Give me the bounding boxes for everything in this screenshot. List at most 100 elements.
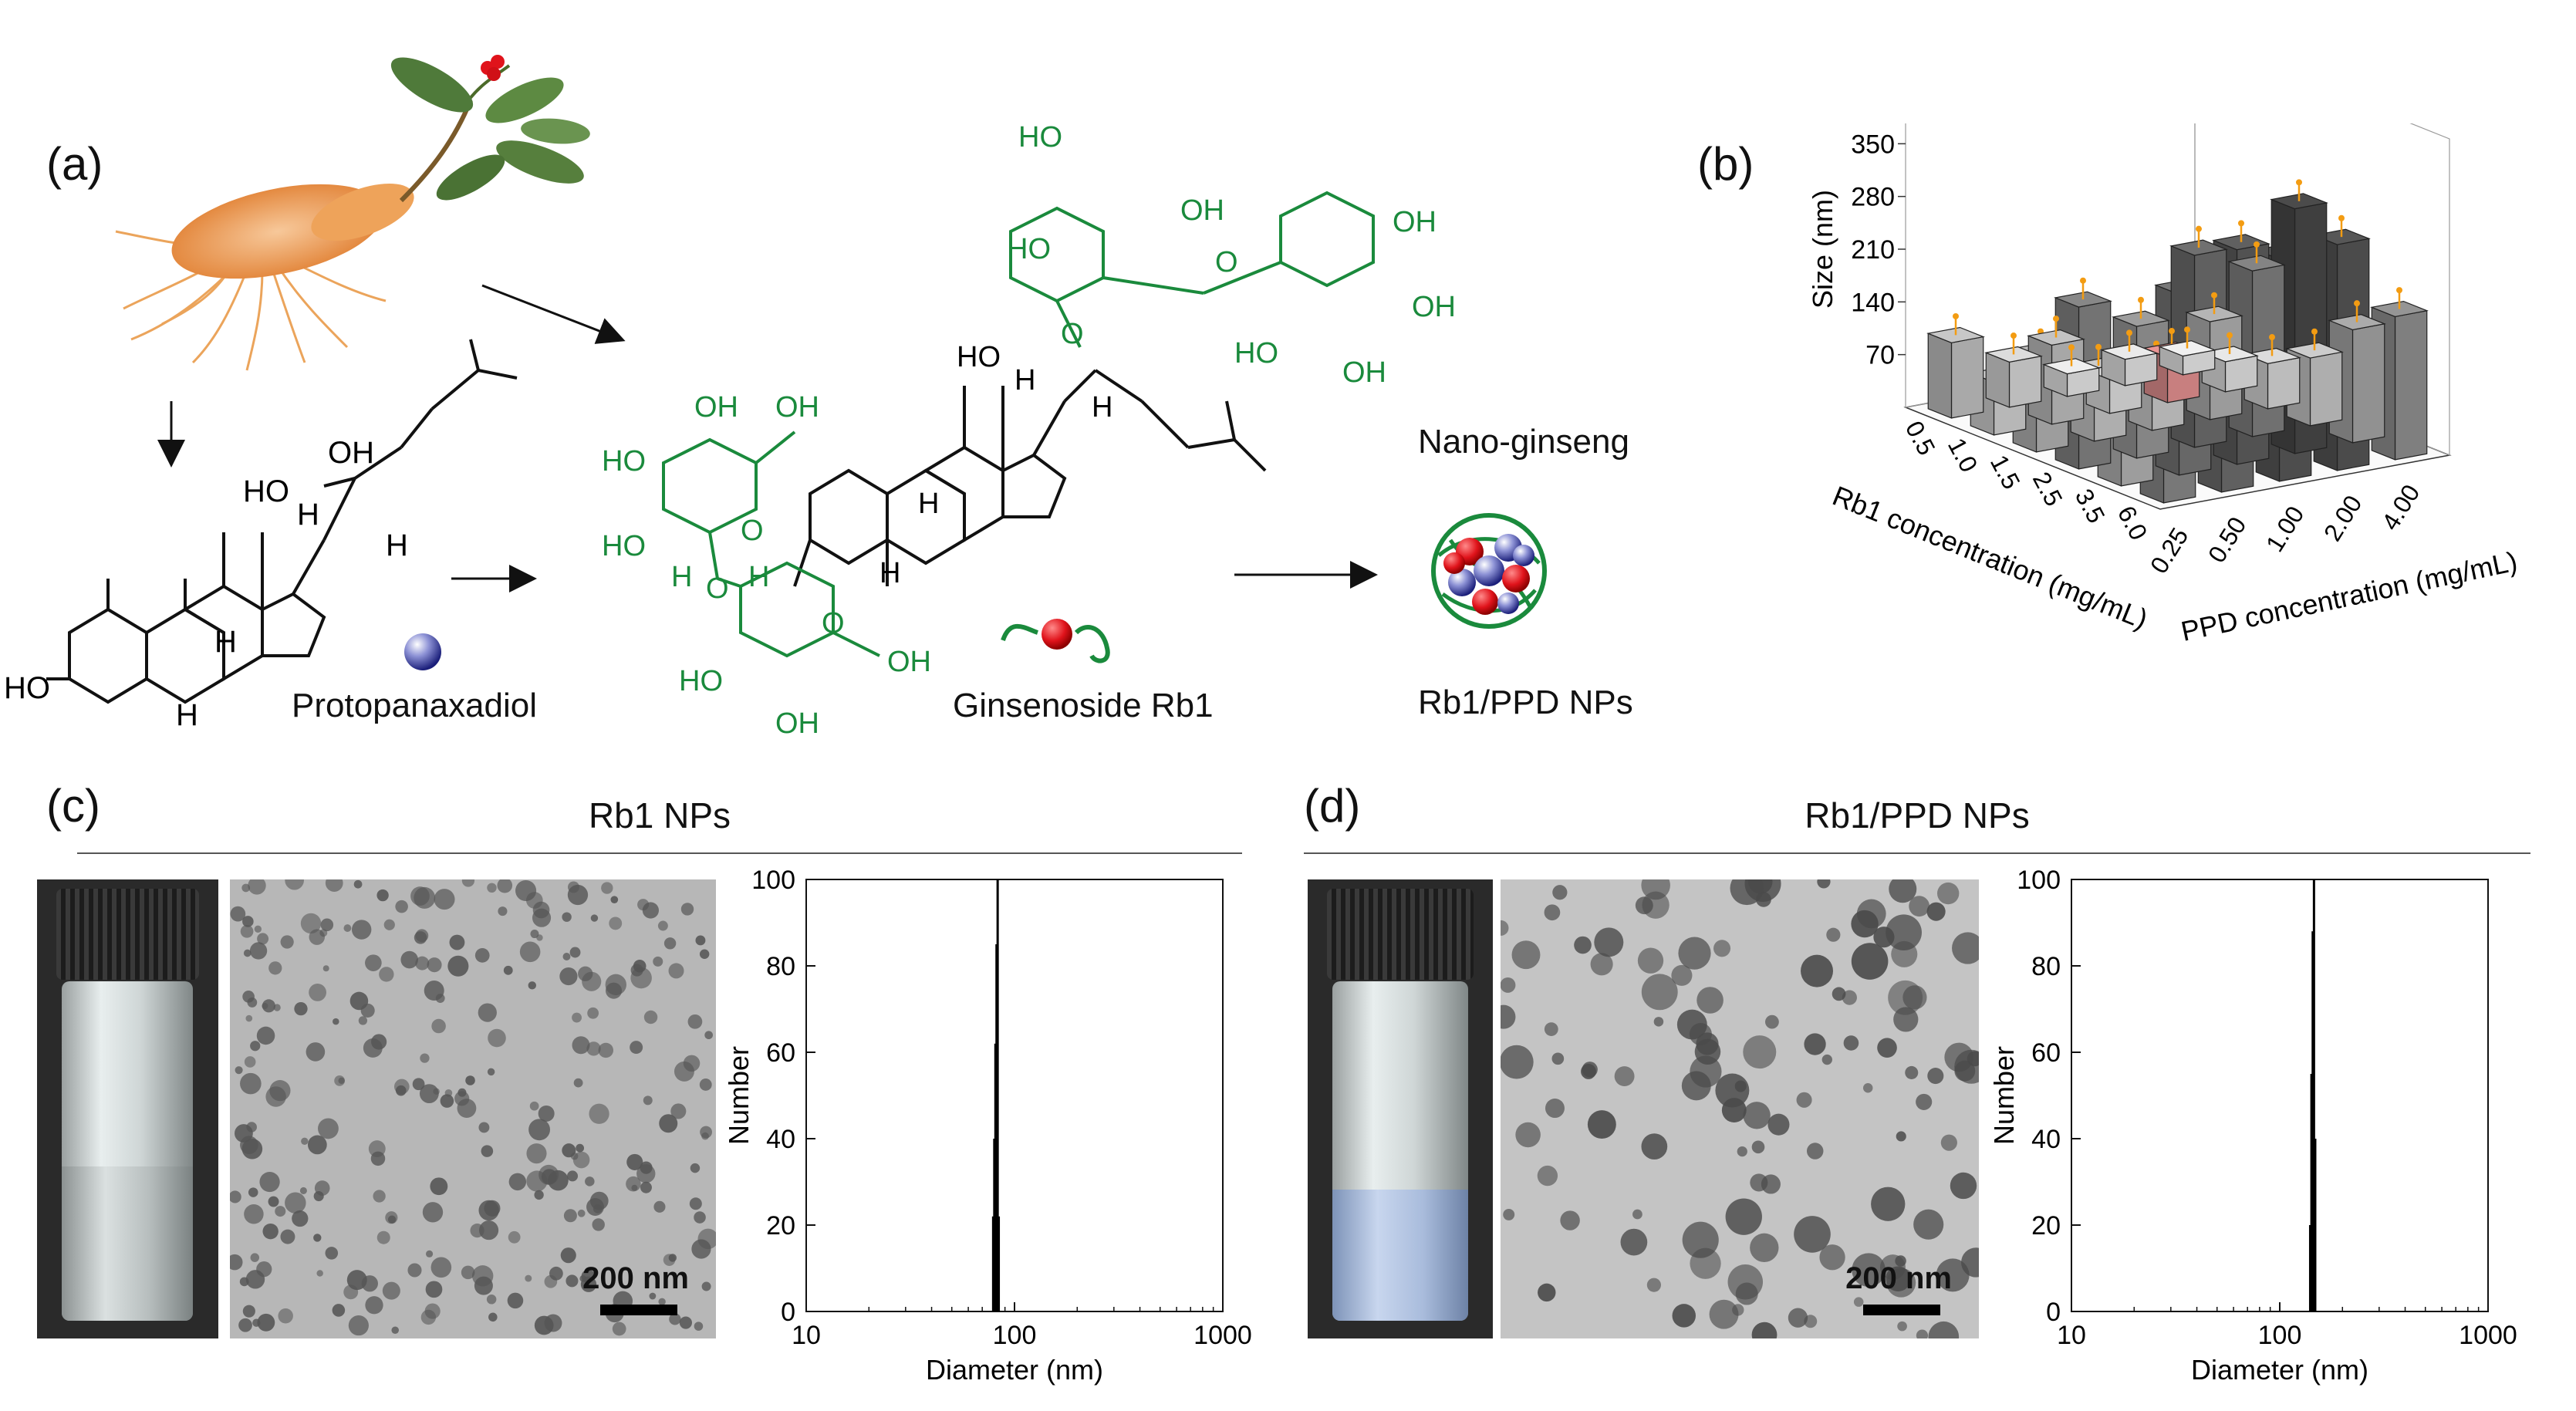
tem-rb1-ppd-particle bbox=[1862, 1083, 1873, 1093]
tem-rb1-particle bbox=[300, 913, 322, 934]
rb1-o-ring2: O bbox=[822, 607, 845, 640]
tem-rb1-particle bbox=[567, 884, 589, 906]
chart3d-errorbar-cap bbox=[2354, 300, 2360, 307]
ppd-h-13: H bbox=[297, 498, 319, 532]
tem-rb1-particle bbox=[353, 879, 363, 889]
tem-rb1-ppd-particle bbox=[1794, 1216, 1831, 1253]
tem-rb1-particle bbox=[247, 997, 258, 1008]
tem-rb1-ppd-particle bbox=[1590, 953, 1613, 976]
tem-rb1-particle bbox=[238, 1318, 252, 1332]
hist-rb1-ppd-ytick-label: 20 bbox=[2031, 1211, 2061, 1241]
tem-rb1-particle bbox=[508, 1173, 527, 1191]
tem-rb1-particle bbox=[481, 1145, 494, 1157]
tem-rb1-particle bbox=[254, 925, 262, 933]
tem-rb1-particle bbox=[257, 1313, 275, 1332]
tem-rb1-particle bbox=[322, 965, 329, 972]
ppd-sphere-icon bbox=[404, 633, 441, 670]
hist-rb1-ppd-bar bbox=[2314, 1139, 2317, 1311]
tem-rb1-particle bbox=[230, 1190, 241, 1203]
tem-rb1-ppd-particle bbox=[1967, 1051, 1979, 1067]
tem-rb1-ppd-particle bbox=[1732, 1304, 1744, 1316]
tem-rb1-particle bbox=[245, 1270, 265, 1289]
chart3d-rb1-tick-label: 2.5 bbox=[2027, 468, 2068, 511]
tem-rb1-particle bbox=[525, 1274, 532, 1282]
tem-rb1-ppd-particle bbox=[1696, 1032, 1719, 1055]
chart3d-ppd-tick-label: 2.00 bbox=[2318, 491, 2368, 546]
chart3d-rb1-tick-label: 1.0 bbox=[1943, 434, 1983, 477]
tem-rb1-ppd-particle bbox=[1913, 1209, 1944, 1240]
tem-rb1-ppd-particle bbox=[1672, 1304, 1697, 1328]
tem-rb1-particle bbox=[674, 1061, 694, 1082]
chart3d-errorbar-cap bbox=[2053, 316, 2059, 322]
tem-rb1-ppd-particle bbox=[1819, 1244, 1845, 1271]
tem-rb1-particle bbox=[519, 941, 541, 963]
tem-rb1-particle bbox=[461, 1265, 475, 1280]
tem-rb1-particle bbox=[663, 937, 677, 950]
ppd-h-5: H bbox=[176, 698, 198, 732]
chart3d-ppd-tick-label: 1.00 bbox=[2260, 501, 2310, 557]
tem-rb1-particle bbox=[383, 919, 395, 930]
tem-rb1-ppd-particle bbox=[1891, 940, 1918, 967]
chart3d-errorbar-cap bbox=[2010, 332, 2017, 339]
tem-rb1-particle bbox=[257, 933, 269, 945]
tem-rb1-particle bbox=[679, 1316, 692, 1329]
tem-rb1-particle bbox=[657, 920, 668, 931]
vial-body bbox=[62, 981, 193, 1321]
tem-rb1-ppd-particle bbox=[1806, 1143, 1824, 1160]
tem-rb1-particle bbox=[242, 916, 254, 927]
tem-rb1-particle bbox=[640, 1181, 652, 1193]
tem-rb1-ppd-particle bbox=[1817, 879, 1831, 889]
panel-a-drawing: HO HO OH H H H H bbox=[4, 55, 1547, 740]
tem-rb1-particle bbox=[572, 1036, 590, 1055]
tem-rb1-particle bbox=[320, 918, 334, 932]
rb1-molecule-icon bbox=[1001, 619, 1110, 663]
tem-rb1-particle bbox=[589, 1103, 609, 1124]
tem-rb1-ppd-particle bbox=[1587, 1110, 1616, 1139]
chart3d-ztick-label: 350 bbox=[1851, 130, 1895, 159]
chart3d-errorbar-cap bbox=[2211, 292, 2217, 299]
tem-rb1-particle bbox=[474, 948, 490, 963]
rb1-o-link2: O bbox=[1061, 318, 1084, 350]
hist-rb1-ppd-ytick-label: 100 bbox=[2017, 866, 2061, 895]
tem-rb1-particle bbox=[422, 1202, 444, 1223]
tem-rb1-particle bbox=[649, 1292, 657, 1300]
tem-rb1-particle bbox=[536, 934, 543, 941]
tem-rb1-particle bbox=[582, 971, 602, 991]
tem-rb1-particle bbox=[285, 1192, 306, 1214]
tem-rb1-ppd-particle bbox=[1560, 1210, 1580, 1230]
chart3d-bar bbox=[2185, 305, 2243, 420]
tem-rb1-ppd-particle bbox=[1843, 1035, 1859, 1051]
tem-rb1-ppd-particle bbox=[1851, 910, 1879, 938]
chart3d-bar bbox=[1926, 326, 1985, 419]
tem-rb1-particle bbox=[278, 1308, 293, 1324]
tem-rb1-particle bbox=[309, 983, 326, 1001]
panel-c-divider bbox=[77, 852, 1242, 854]
tem-rb1-particle bbox=[325, 1247, 339, 1260]
rb1-ho-12: HO bbox=[957, 341, 1001, 373]
tem-particles-rb1 bbox=[230, 879, 716, 1336]
tem-rb1-particle bbox=[292, 1210, 309, 1227]
rb1-label: Ginsenoside Rb1 bbox=[953, 687, 1214, 724]
hist-rb1-ytick-label: 0 bbox=[781, 1298, 795, 1327]
tem-rb1-ppd-particle bbox=[1750, 1233, 1779, 1262]
rb1-aglycone-structure bbox=[793, 369, 1267, 587]
rb1-sugar-structures bbox=[662, 191, 1375, 658]
tem-rb1-particle bbox=[528, 1119, 551, 1141]
tem-rb1-ppd-particle bbox=[1642, 891, 1670, 919]
tem-rb1-particle bbox=[609, 916, 623, 930]
tem-rb1-particle bbox=[427, 957, 442, 973]
chart3d-errorbar-cap bbox=[2396, 287, 2402, 294]
tem-rb1-particle bbox=[433, 1088, 440, 1095]
vial-photo-rb1 bbox=[37, 879, 218, 1338]
hist-rb1-ppd-ytick-label: 0 bbox=[2046, 1298, 2061, 1327]
panel-c-title: Rb1 NPs bbox=[588, 795, 731, 835]
hist-rb1-ppd-ylabel: Number bbox=[1988, 1046, 2020, 1145]
hist-rb1-ppd-xtick-label: 10 bbox=[2057, 1321, 2086, 1350]
tem-rb1-particle bbox=[294, 1001, 308, 1016]
tem-rb1-particle bbox=[636, 1164, 656, 1183]
tem-rb1-particle bbox=[626, 1176, 641, 1192]
tem-rb1-particle bbox=[244, 1204, 264, 1224]
nano-product-label: Rb1/PPD NPs bbox=[1418, 684, 1633, 721]
tem-rb1-ppd-particle bbox=[1544, 1022, 1558, 1036]
